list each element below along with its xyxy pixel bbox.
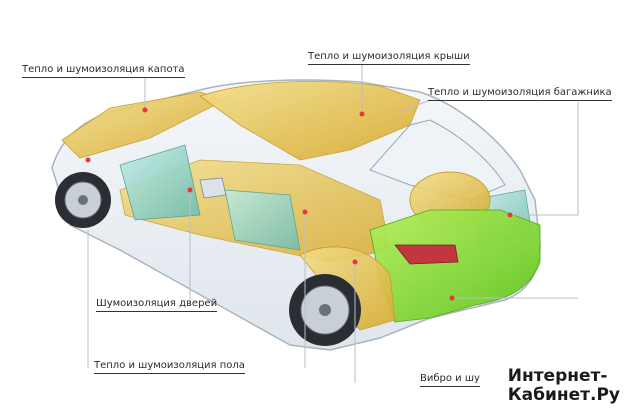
roof-label: Тепло и шумоизоляция крыши: [308, 51, 470, 65]
leader-trunk: [399, 99, 579, 216]
marker-vibro: [352, 259, 358, 265]
rear-wheel: [289, 274, 361, 346]
marker-roof: [359, 111, 365, 117]
vibro-label: Вибро и шу: [420, 373, 480, 387]
leader-vibro: [354, 262, 578, 383]
doors-label: Шумоизоляция дверей: [96, 298, 218, 312]
site-watermark: Интернет- Кабинет.Ру: [508, 367, 620, 405]
leader-lines: [87, 64, 579, 383]
marker-floor: [302, 209, 308, 215]
watermark-line1: Интернет-: [507, 366, 608, 386]
floor-label: Тепло и шумоизоляция пола: [94, 360, 245, 374]
rear-door-insulation: [224, 189, 301, 251]
markers: [85, 107, 513, 301]
taillight: [394, 244, 459, 265]
leader-floor: [87, 212, 306, 368]
marker-vibro-rear: [449, 295, 455, 301]
marker-doors: [187, 187, 193, 193]
front-wheel: [55, 172, 111, 228]
hood-label: Тепло и шумоизоляция капота: [22, 64, 185, 78]
marker-trunk: [507, 212, 513, 218]
watermark-line2: Кабинет.Ру: [507, 385, 620, 405]
trunk-label: Тепло и шумоизоляция багажника: [428, 87, 612, 101]
front-door-insulation: [119, 144, 201, 221]
side-mirror: [199, 177, 227, 199]
marker-hood: [142, 107, 148, 113]
roof-insulation: [199, 81, 421, 161]
marker-floor-front: [85, 157, 91, 163]
rear-fender-insulation: [369, 209, 541, 323]
